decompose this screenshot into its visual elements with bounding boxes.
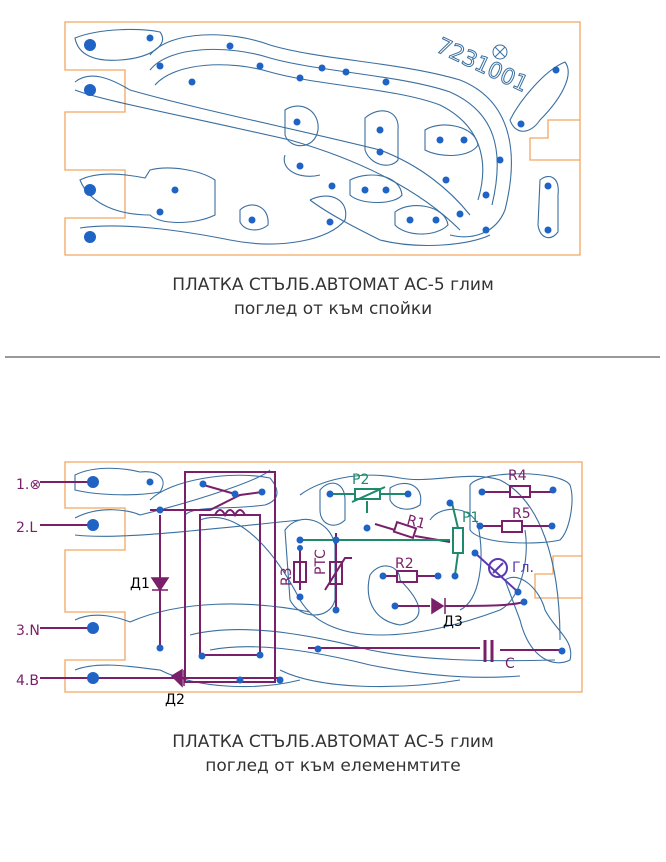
top-caption-title: ПЛАТКА СТЪЛБ.АВТОМАТ АС-5 глим bbox=[172, 275, 494, 295]
r2-label: R2 bbox=[395, 556, 414, 572]
p1-label: P1 bbox=[462, 510, 479, 526]
d2-label: Д2 bbox=[165, 692, 185, 708]
top-board: 7231001 bbox=[64, 21, 581, 256]
top-part-number: 7231001 bbox=[432, 33, 532, 98]
capacitor-c-icon bbox=[483, 640, 494, 662]
terminal-4-label: 4.B bbox=[16, 673, 39, 689]
resistor-r2-icon bbox=[396, 570, 418, 583]
resistor-r5-icon bbox=[501, 520, 523, 533]
d3-label: Д3 bbox=[443, 614, 463, 630]
top-caption-subtitle: поглед от към спойки bbox=[233, 299, 433, 319]
bottom-traces bbox=[74, 467, 573, 688]
terminal-2-label: 2.L bbox=[16, 520, 37, 536]
ptc-icon bbox=[329, 561, 343, 585]
part-number-text: 7231001 bbox=[432, 34, 531, 98]
top-pads bbox=[84, 34, 560, 243]
diode-d1-icon bbox=[150, 577, 170, 592]
bottom-caption-subtitle: поглед от към елеменмтите bbox=[205, 756, 461, 776]
p2-label: P2 bbox=[352, 472, 369, 488]
r1-label: R1 bbox=[405, 512, 427, 532]
resistor-r1-icon bbox=[392, 520, 418, 540]
lamp-label: Гл. bbox=[512, 560, 534, 576]
top-caption: ПЛАТКА СТЪЛБ.АВТОМАТ АС-5 глим поглед от… bbox=[0, 273, 666, 321]
terminal-1-label: 1.⊗ bbox=[16, 477, 41, 493]
potentiometer-p2-icon bbox=[354, 488, 381, 500]
green-wiring bbox=[300, 486, 464, 576]
top-board-outline bbox=[64, 21, 581, 256]
terminal-3-label: 3.N bbox=[16, 623, 40, 639]
diode-d2-icon bbox=[170, 668, 185, 688]
capacitor-label: C bbox=[505, 656, 515, 672]
r5-label: R5 bbox=[512, 506, 531, 522]
r3-label: R3 bbox=[279, 567, 295, 586]
resistor-r4-icon bbox=[509, 485, 531, 498]
ptc-label: PTC bbox=[313, 549, 329, 575]
coil-icon bbox=[214, 509, 246, 518]
top-traces bbox=[74, 28, 569, 246]
diode-d3-icon bbox=[431, 597, 446, 615]
bottom-board-outline bbox=[64, 461, 583, 693]
purple-wiring bbox=[40, 471, 562, 688]
bottom-pads bbox=[87, 476, 566, 684]
lamp-icon bbox=[488, 558, 508, 578]
bottom-caption-title: ПЛАТКА СТЪЛБ.АВТОМАТ АС-5 глим bbox=[172, 732, 494, 752]
component-labels: Д1 Д2 Д3 R1 R2 R3 R4 R5 P1 P2 PTC Гл. C bbox=[130, 468, 534, 708]
bottom-caption: ПЛАТКА СТЪЛБ.АВТОМАТ АС-5 глим поглед от… bbox=[0, 730, 666, 778]
ground-symbol-icon bbox=[492, 44, 508, 60]
d1-label: Д1 bbox=[130, 576, 150, 592]
terminal-labels: 1.⊗ 2.L 3.N 4.B bbox=[16, 477, 41, 689]
bottom-board: 1.⊗ 2.L 3.N 4.B Д1 Д2 Д3 R1 R2 R3 R4 R5 … bbox=[16, 461, 583, 708]
resistor-r3-icon bbox=[293, 561, 307, 583]
potentiometer-p1-icon bbox=[452, 527, 464, 554]
r4-label: R4 bbox=[508, 468, 527, 484]
